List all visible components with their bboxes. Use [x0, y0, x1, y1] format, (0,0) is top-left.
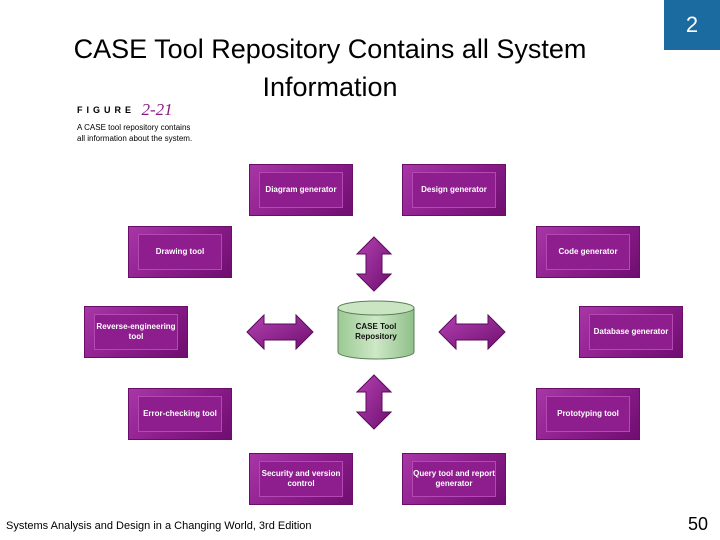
query-report-generator-box: Query tool and report generator: [402, 453, 506, 505]
query-report-generator-label: Query tool and report generator: [413, 469, 495, 488]
arrow-left-right-left: [246, 314, 314, 350]
figure-description: A CASE tool repository contains all info…: [77, 123, 193, 143]
repository-cylinder-icon: [337, 300, 415, 360]
diagram-generator-box: Diagram generator: [249, 164, 353, 216]
prototyping-tool-box: Prototyping tool: [536, 388, 640, 440]
error-checking-tool-label: Error-checking tool: [143, 409, 217, 418]
arrow-up-down-bottom: [356, 374, 392, 430]
page-number: 50: [687, 514, 708, 534]
chapter-badge: 2: [664, 0, 720, 50]
slide-title: CASE Tool Repository Contains all System…: [73, 34, 587, 102]
drawing-tool-label: Drawing tool: [155, 247, 205, 256]
prototyping-tool-label: Prototyping tool: [557, 409, 619, 418]
reverse-engineering-tool-label: Reverse-engineering tool: [96, 322, 176, 341]
database-generator-label: Database generator: [593, 327, 669, 336]
design-generator-label: Design generator: [421, 185, 487, 194]
design-generator-box: Design generator: [402, 164, 506, 216]
diagram-generator-label: Diagram generator: [265, 185, 337, 194]
code-generator-label: Code generator: [558, 247, 618, 256]
code-generator-box: Code generator: [536, 226, 640, 278]
figure-label: FIGURE: [77, 105, 136, 115]
arrow-up-down-top: [356, 236, 392, 292]
figure-number: 2-21: [141, 100, 173, 119]
case-tool-repository: CASE Tool Repository: [336, 300, 416, 360]
security-version-control-label: Security and version control: [261, 469, 341, 488]
repository-label: CASE Tool Repository: [355, 322, 397, 341]
error-checking-tool-box: Error-checking tool: [128, 388, 232, 440]
arrow-left-right-right: [438, 314, 506, 350]
reverse-engineering-tool-box: Reverse-engineering tool: [84, 306, 188, 358]
security-version-control-box: Security and version control: [249, 453, 353, 505]
figure-caption: FIGURE 2-21 A CASE tool repository conta…: [77, 100, 227, 144]
drawing-tool-box: Drawing tool: [128, 226, 232, 278]
database-generator-box: Database generator: [579, 306, 683, 358]
footer-text: Systems Analysis and Design in a Changin…: [6, 520, 312, 532]
